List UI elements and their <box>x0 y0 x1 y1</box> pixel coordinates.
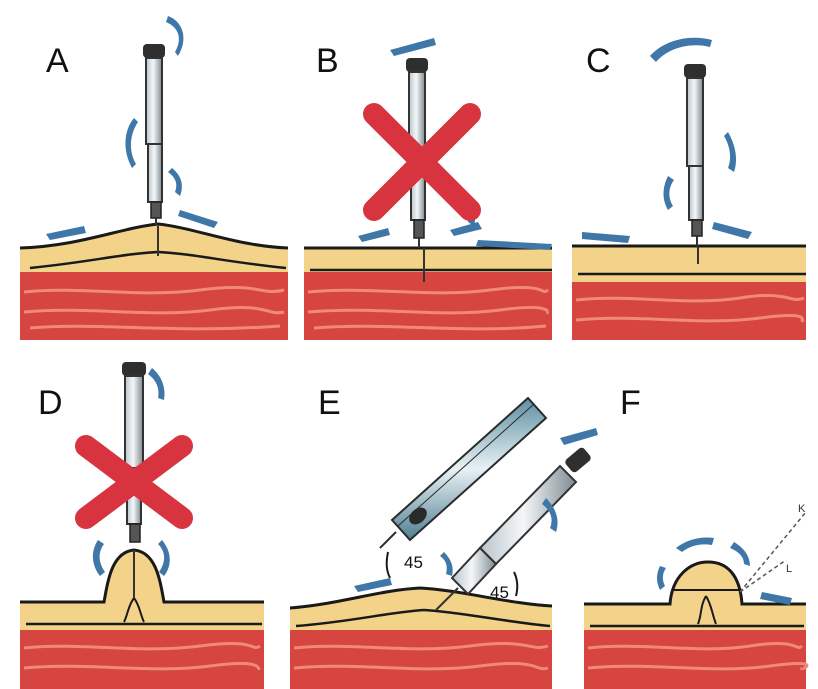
line-label-k: K <box>798 503 806 515</box>
panel-c: C <box>572 38 806 340</box>
panel-label-a: A <box>46 42 69 80</box>
muscle-layer <box>304 272 552 340</box>
angle-arc <box>514 572 517 596</box>
angle-arc <box>387 552 390 578</box>
panel-d: D <box>20 362 264 689</box>
panel-label-d: D <box>38 384 63 422</box>
line-label-l: L <box>786 563 792 575</box>
angle-label-45-lower: 45 <box>490 583 509 602</box>
angle-label-45-upper: 45 <box>404 553 423 572</box>
muscle-layer <box>572 282 806 340</box>
muscle-layer <box>20 630 264 689</box>
muscle-layer <box>290 630 552 689</box>
panel-label-c: C <box>586 42 611 80</box>
insulin-pen <box>684 64 706 246</box>
row-divider <box>0 348 818 356</box>
injection-line-k <box>740 512 806 592</box>
motion-arrows <box>46 16 218 240</box>
panel-label-f: F <box>620 384 641 422</box>
panel-label-e: E <box>318 384 341 422</box>
skin-fat-layer <box>572 246 806 282</box>
insulin-pen <box>143 44 165 226</box>
panel-f: K L F <box>584 384 807 689</box>
insulin-pen <box>122 362 146 542</box>
panel-e: 45 45 E <box>290 384 598 689</box>
panel-a: A <box>20 16 288 340</box>
muscle-layer <box>20 272 288 340</box>
muscle-layer <box>584 630 806 689</box>
panel-b: B <box>304 38 552 340</box>
skin-fat-layer <box>304 248 552 272</box>
panel-label-b: B <box>316 42 339 80</box>
